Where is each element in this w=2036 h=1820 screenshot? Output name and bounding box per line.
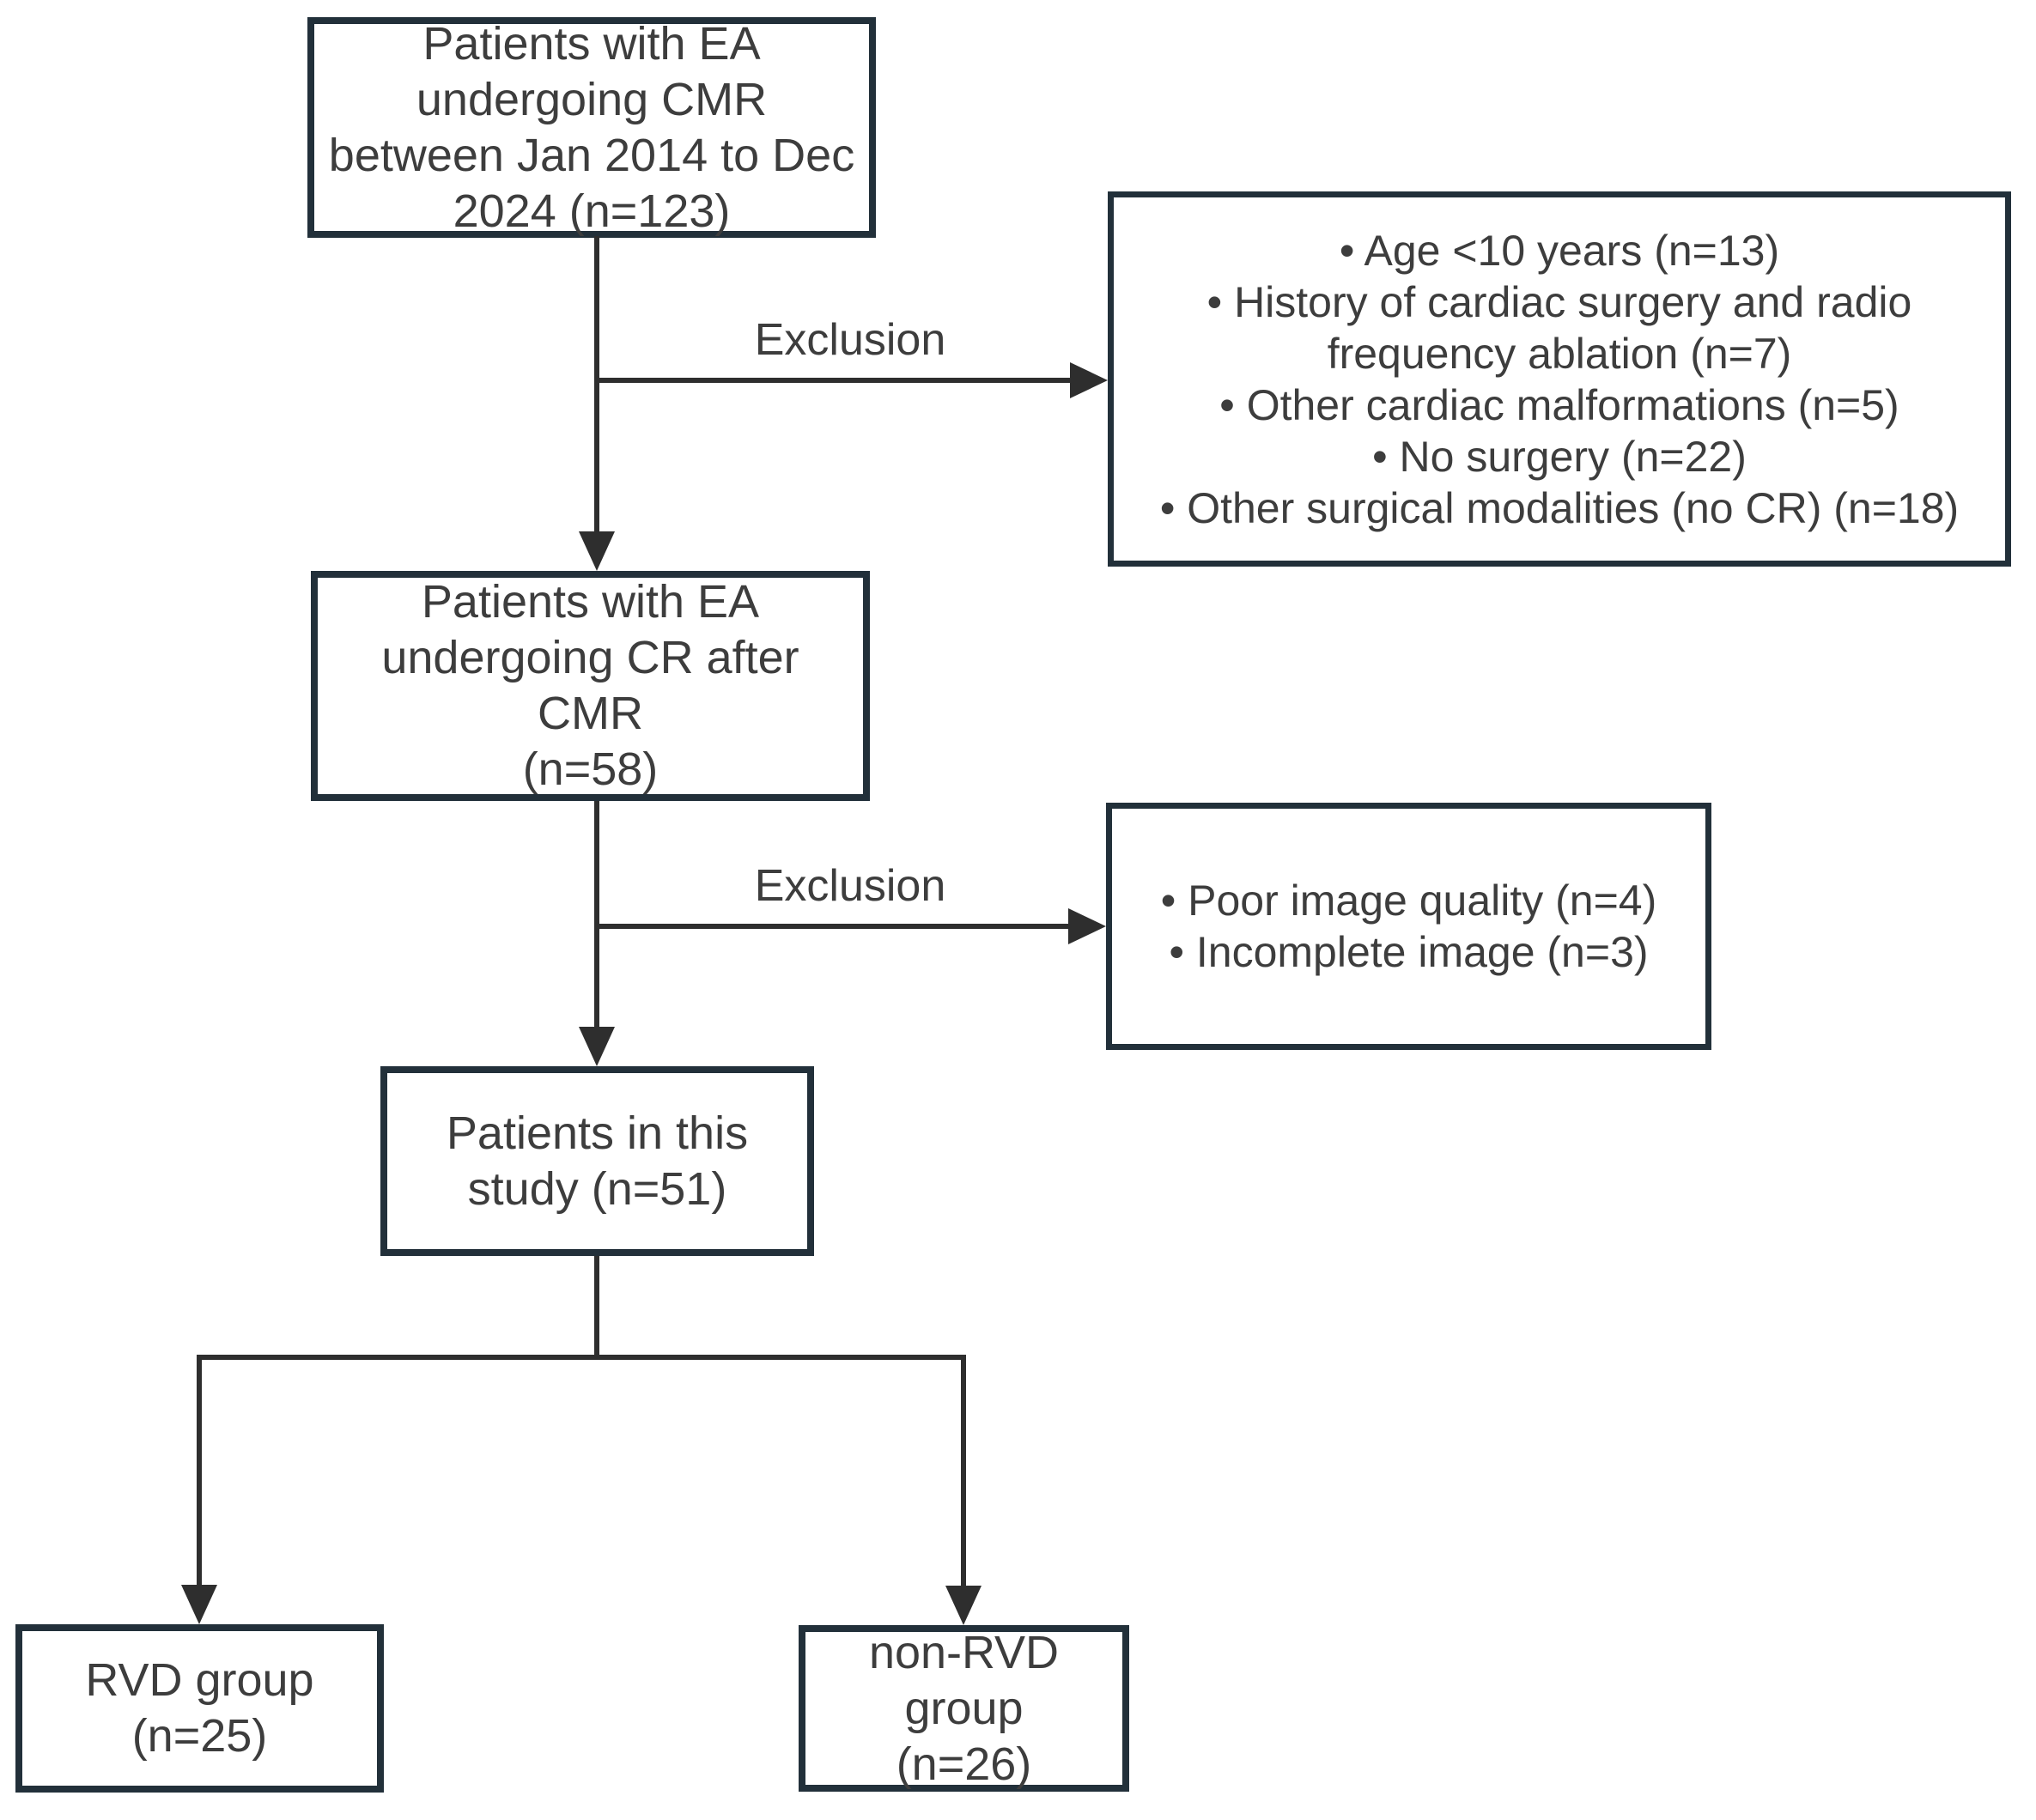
box-patients-in-study: Patients in this study (n=51) bbox=[380, 1066, 814, 1256]
arrowhead-right-icon bbox=[1070, 362, 1108, 398]
exclusion-item: • Poor image quality (n=4) bbox=[1160, 877, 1657, 925]
connector-exclusion-1 bbox=[597, 378, 1070, 383]
arrowhead-right-icon bbox=[1068, 908, 1106, 944]
exclusion-item: • Incomplete image (n=3) bbox=[1169, 928, 1649, 976]
connector-cr-to-study bbox=[594, 801, 599, 1027]
arrowhead-down-icon bbox=[579, 1027, 615, 1066]
connector-to-rvd bbox=[197, 1355, 202, 1586]
exclusion-item: • Other surgical modalities (no CR) (n=1… bbox=[1159, 483, 1960, 532]
box-non-rvd-group: non-RVD group (n=26) bbox=[799, 1625, 1129, 1792]
exclusion-item: • No surgery (n=22) bbox=[1372, 432, 1747, 481]
arrowhead-down-icon bbox=[579, 531, 615, 571]
connector-top-to-cr bbox=[594, 236, 599, 535]
arrowhead-down-icon bbox=[181, 1585, 217, 1624]
connector-exclusion-2 bbox=[597, 924, 1068, 929]
exclusion-label-1: Exclusion bbox=[754, 315, 946, 365]
exclusion-item: • Other cardiac malformations (n=5) bbox=[1219, 380, 1899, 429]
box-patients-cr-after-cmr: Patients with EA undergoing CR after CMR… bbox=[311, 571, 870, 801]
box-rvd-group: RVD group (n=25) bbox=[15, 1624, 384, 1793]
arrowhead-down-icon bbox=[945, 1586, 982, 1625]
connector-split-horizontal bbox=[197, 1355, 966, 1360]
exclusion-item: • Age <10 years (n=13) bbox=[1339, 226, 1780, 275]
exclusion-item: • History of cardiac surgery and radio f… bbox=[1206, 277, 1912, 378]
exclusion-label-2: Exclusion bbox=[754, 861, 946, 911]
exclusion-box-1: • Age <10 years (n=13) • History of card… bbox=[1108, 191, 2011, 567]
exclusion-box-2: • Poor image quality (n=4) • Incomplete … bbox=[1106, 803, 1711, 1050]
connector-study-stem bbox=[594, 1256, 599, 1359]
box-patients-ea-cmr: Patients with EA undergoing CMR between … bbox=[307, 17, 876, 238]
connector-to-non-rvd bbox=[961, 1355, 966, 1586]
